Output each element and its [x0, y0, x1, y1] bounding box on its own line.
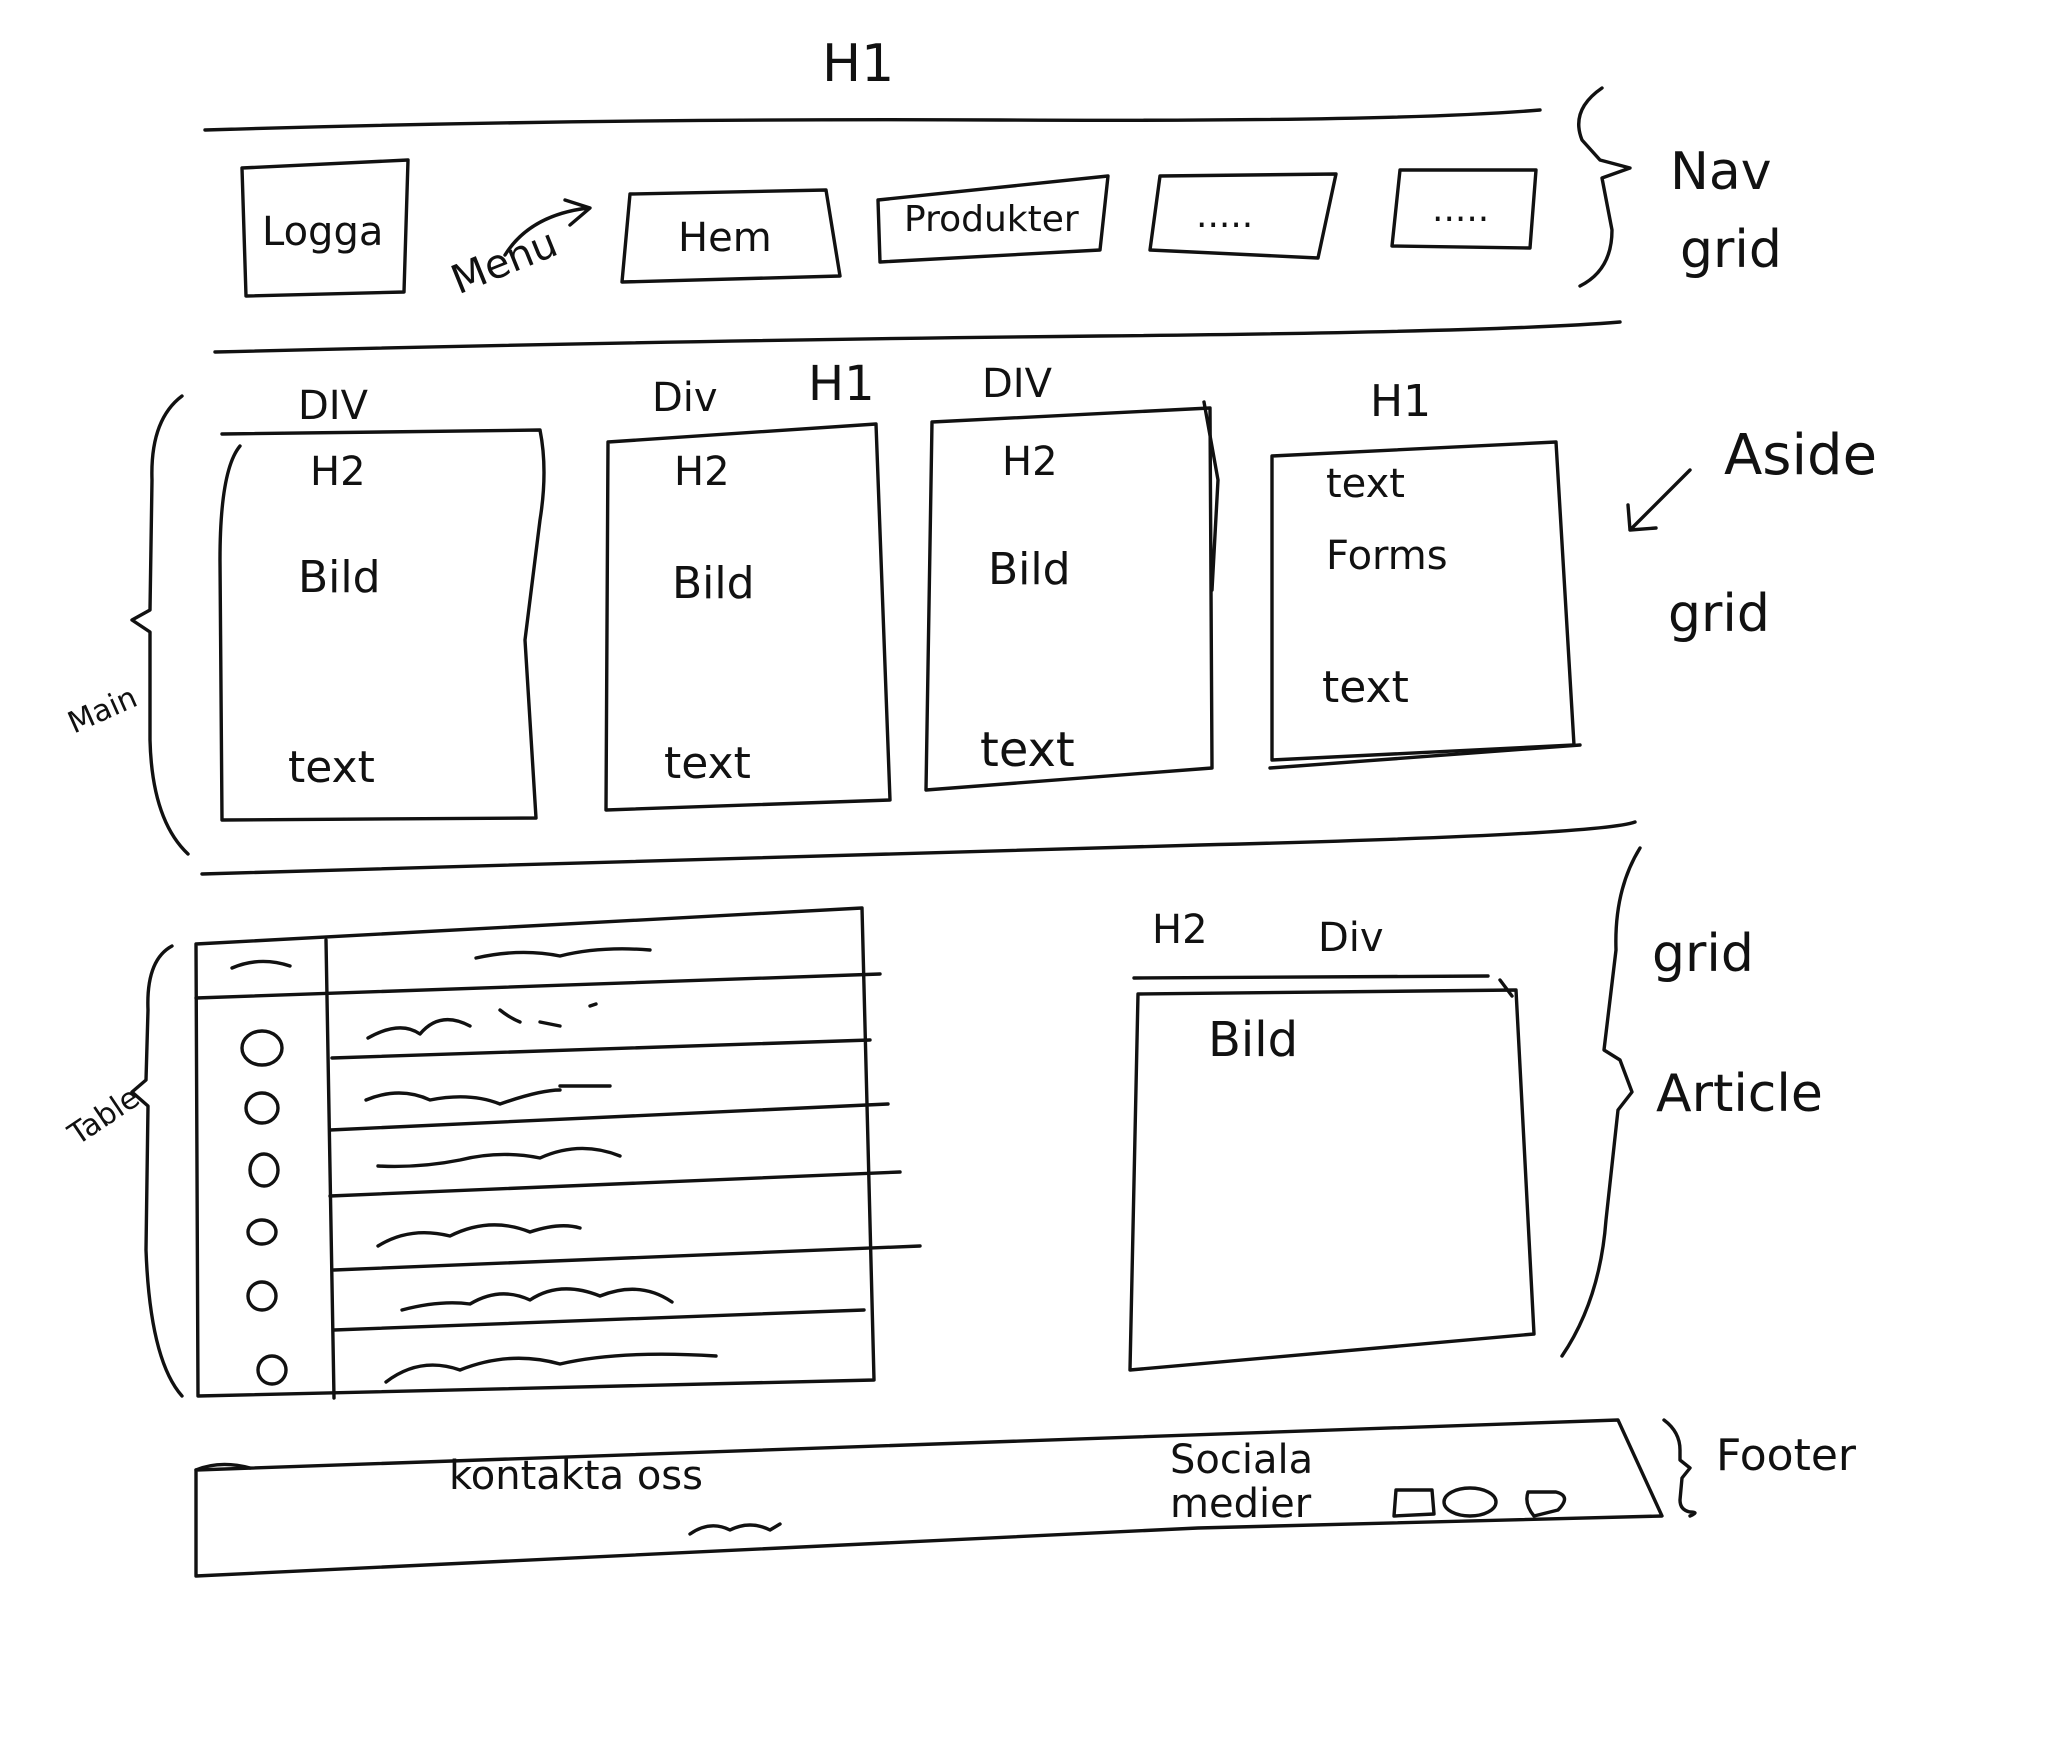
menu-item-produkter[interactable]: Produkter — [904, 199, 1079, 240]
article-side-line — [1498, 978, 1514, 998]
footer-frame — [194, 1418, 1664, 1578]
footer-brace — [1662, 1418, 1697, 1518]
page-title-h1: H1 — [822, 34, 895, 94]
table-header-line — [194, 972, 882, 1000]
card-3-frame — [924, 406, 1214, 792]
card-2-wrapper-label: Div — [652, 375, 718, 421]
aside-arrow — [1626, 468, 1692, 532]
card-1-wrapper-label: DIV — [298, 383, 368, 429]
nav-top-line — [203, 108, 1542, 132]
menu-item-dots-1[interactable]: ..... — [1196, 195, 1254, 236]
table-row-1-squiggle — [366, 1002, 598, 1040]
card-2-heading: H2 — [674, 449, 730, 495]
table-row-line-1 — [330, 1038, 872, 1060]
article-wrapper-label: Div — [1318, 915, 1384, 961]
logo[interactable]: Logga — [262, 209, 384, 255]
footer-top-line — [194, 1462, 252, 1472]
card-1-text: text — [288, 742, 375, 793]
card-3-image: Bild — [988, 544, 1071, 595]
table-row-line-5 — [332, 1308, 866, 1332]
table-row-5-squiggle — [400, 1287, 674, 1312]
table-row-radio-3 — [248, 1152, 280, 1188]
menu-item-dots-2[interactable]: ..... — [1432, 189, 1490, 230]
table-row-radio-6 — [256, 1354, 288, 1386]
table-row-line-4 — [332, 1244, 922, 1272]
article-heading-h2: H2 — [1152, 907, 1208, 953]
footer-label: Footer — [1716, 1430, 1856, 1481]
menu-arrow — [503, 198, 592, 257]
menu-item-dots-box-1 — [1148, 172, 1338, 260]
card-3-wrapper-label: DIV — [982, 361, 1052, 407]
table-row-4-squiggle — [376, 1223, 582, 1248]
card-2-text: text — [664, 738, 751, 789]
square-icon — [1392, 1488, 1436, 1518]
aside-text-bottom: text — [1322, 662, 1409, 713]
card-3-heading: H2 — [1002, 439, 1058, 485]
footer-social-label: Sociala medier — [1170, 1437, 1314, 1527]
card-1-image: Bild — [298, 552, 381, 603]
menu-item-produkter-box — [876, 174, 1110, 264]
circle-icon — [1442, 1486, 1498, 1518]
table-row-radio-2 — [244, 1091, 280, 1125]
aside-bottom-extra — [1268, 743, 1582, 770]
aside-frame — [1270, 440, 1576, 762]
nav-label: Nav — [1670, 142, 1772, 202]
menu-item-hem[interactable]: Hem — [678, 215, 772, 261]
table-row-6-squiggle — [384, 1352, 718, 1384]
table-frame — [194, 906, 876, 1398]
aside-text-top: text — [1326, 461, 1405, 507]
aside-label: Aside — [1724, 423, 1878, 488]
table-brace — [130, 944, 184, 1398]
card-3-text: text — [980, 722, 1075, 778]
article-heading-line — [1132, 974, 1490, 980]
aside-grid-label: grid — [1668, 584, 1770, 644]
nav-brace — [1577, 86, 1632, 288]
main-bottom-line — [200, 820, 1637, 876]
shield-icon — [1525, 1490, 1567, 1518]
main-heading-h1: H1 — [808, 356, 875, 412]
table-column-line — [324, 938, 336, 1400]
logo-box — [240, 158, 410, 298]
table-row-radio-4 — [246, 1218, 278, 1246]
table-row-radio-1 — [240, 1029, 284, 1067]
card-2-image: Bild — [672, 558, 755, 609]
table-row-line-2 — [328, 1102, 890, 1132]
table-row-radio-5 — [246, 1280, 278, 1312]
table-header-cell-2-squiggle — [474, 947, 652, 960]
footer-contact-squiggle — [688, 1522, 782, 1536]
article-brace — [1560, 846, 1642, 1358]
table-header-cell-1-squiggle — [230, 959, 292, 970]
card-2-frame — [604, 422, 892, 812]
table-row-line-3 — [328, 1170, 902, 1198]
card-3-side-line — [1202, 400, 1220, 592]
card-1-frame — [218, 428, 546, 822]
nav-bottom-line — [213, 320, 1622, 354]
nav-grid-label: grid — [1680, 220, 1782, 280]
main-brace — [130, 394, 190, 856]
menu-item-dots-box-2 — [1390, 168, 1538, 250]
aside-heading-h1: H1 — [1370, 376, 1432, 427]
article-image: Bild — [1208, 1012, 1299, 1068]
table-row-3-squiggle — [376, 1146, 622, 1169]
article-grid-label: grid — [1652, 924, 1754, 984]
article-frame — [1128, 988, 1536, 1372]
footer-contact-link[interactable]: kontakta oss — [449, 1453, 703, 1499]
menu-item-hem-box — [620, 188, 842, 284]
table-row-2-squiggle — [364, 1084, 612, 1106]
aside-forms: Forms — [1326, 533, 1448, 579]
card-1-heading: H2 — [310, 449, 366, 495]
article-label: Article — [1656, 1064, 1823, 1124]
